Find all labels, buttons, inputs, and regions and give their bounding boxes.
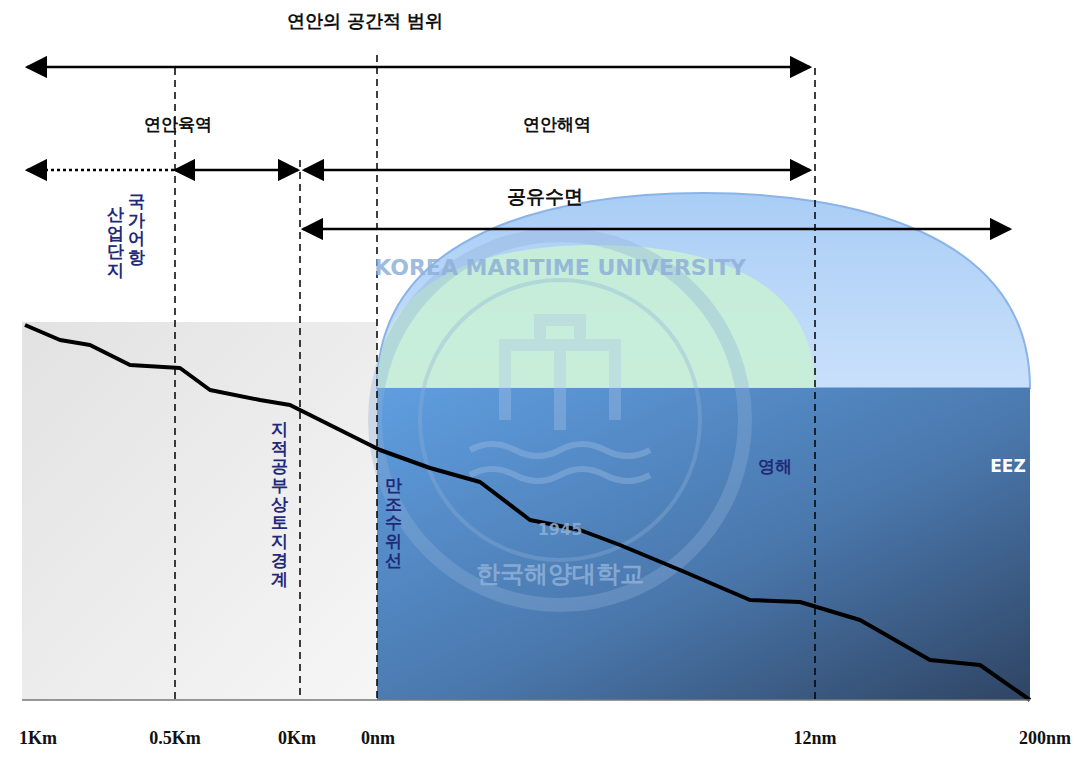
zone-label: 영해 <box>758 456 792 476</box>
axis-label: 12nm <box>793 728 836 750</box>
axis-label: 0.5Km <box>149 728 201 750</box>
watermark-text: 1945 <box>538 520 583 539</box>
section-label: 공유수면 <box>507 185 583 208</box>
vertical-label: 지적공부상 토지경계 <box>271 420 288 588</box>
axis-label: 200nm <box>1019 728 1071 750</box>
vertical-label: 국가어항 <box>128 192 145 267</box>
base-line <box>22 699 1030 701</box>
eez-dome <box>377 193 1030 388</box>
zone-label: EEZ <box>990 456 1026 476</box>
axis-label: 1Km <box>19 728 57 750</box>
main-title-label: 연안의 공간적 범위 <box>287 10 444 32</box>
extent-arrows <box>27 67 1010 229</box>
watermark-text: KOREA MARITIME UNIVERSITY <box>374 255 746 281</box>
axis-label: 0Km <box>278 728 316 750</box>
section-label: 연안육역 <box>144 114 212 134</box>
axis-label: 0nm <box>361 728 395 750</box>
vertical-label: 만조수위선 <box>385 476 402 569</box>
section-label: 연안해역 <box>523 114 591 134</box>
vertical-label: 산업단지 <box>107 205 124 280</box>
boundary-lines <box>175 55 815 700</box>
watermark-emblem <box>375 235 745 605</box>
watermark-text: 한국해양대학교 <box>476 560 644 589</box>
land-area <box>22 322 377 700</box>
